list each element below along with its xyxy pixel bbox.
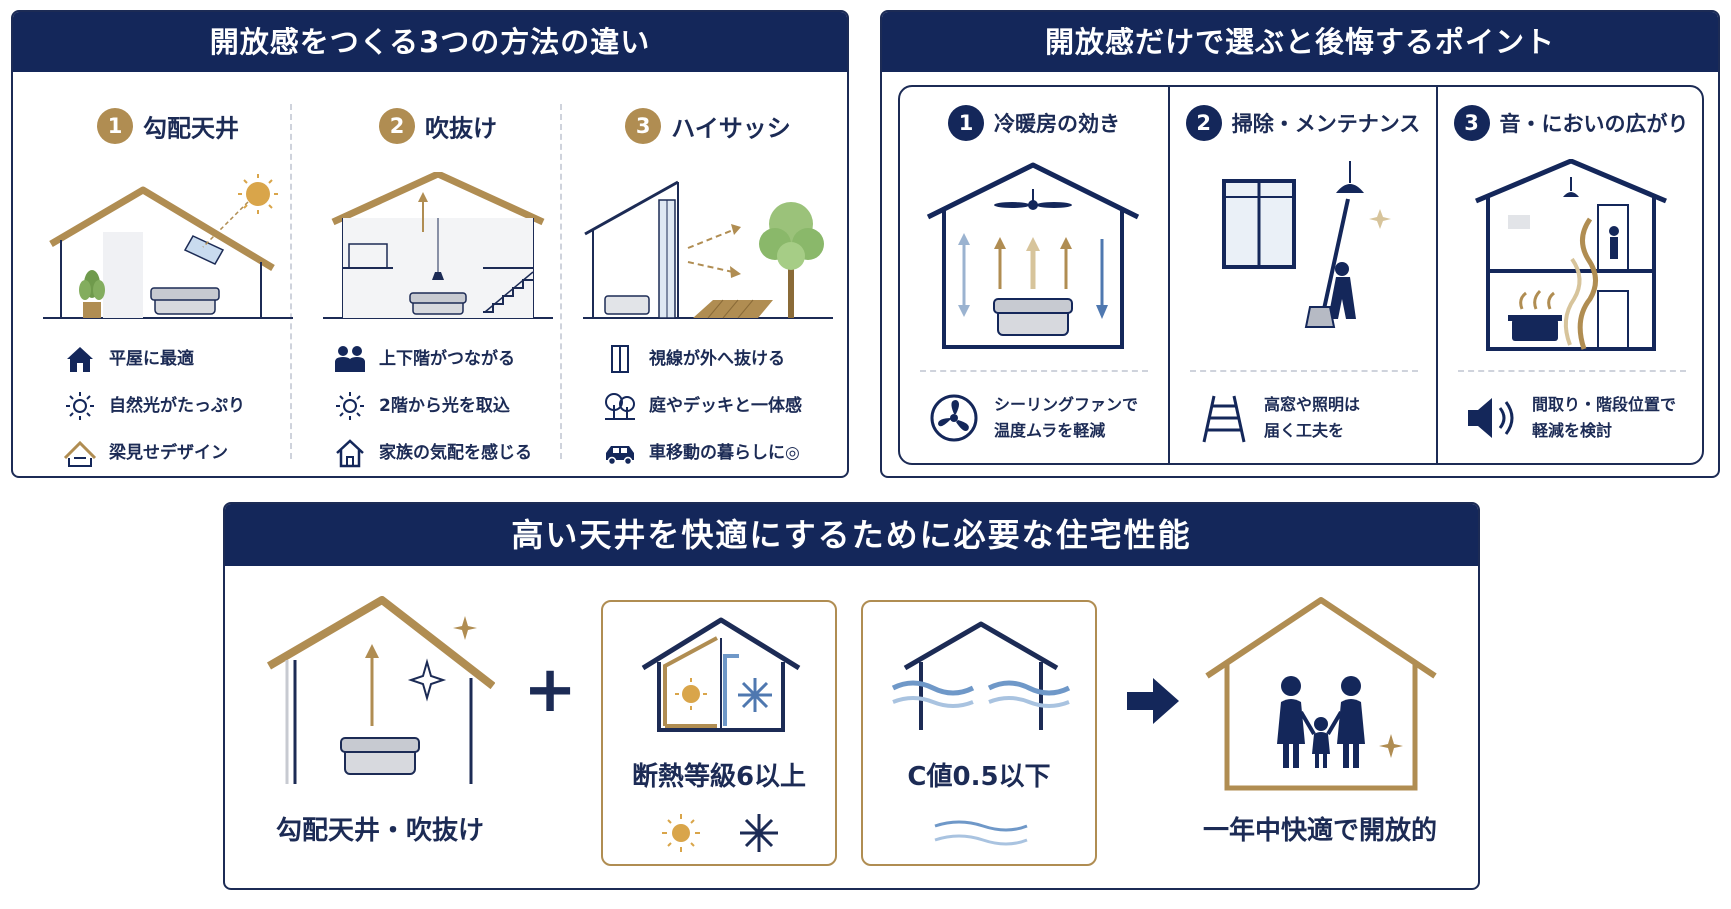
feature-item: 梁見せデザイン <box>63 438 228 468</box>
plus-sign: + <box>523 653 577 727</box>
beam-roof-icon <box>63 438 97 468</box>
house-outline-icon <box>333 438 367 468</box>
speaker-icon <box>1468 398 1514 438</box>
column-divider <box>560 104 562 459</box>
feature-item: 家族の気配を感じる <box>333 438 532 468</box>
feature-item: 上下階がつながる <box>333 344 515 374</box>
method-number: 1 <box>97 108 133 144</box>
trees-icon <box>603 391 637 421</box>
high-sash-illustration <box>583 180 833 319</box>
regret-points-panel-title: 開放感だけで選ぶと後悔するポイント <box>882 12 1718 72</box>
point-tip-text: 高窓や照明は 届く工夫を <box>1264 395 1361 440</box>
car-icon <box>603 438 637 468</box>
sun-snow-icons <box>662 814 778 852</box>
point-tip: 高窓や照明は 届く工夫を <box>1186 382 1426 454</box>
airflow-icon <box>934 820 1028 846</box>
point-tip: 間取り・階段位置で 軽減を検討 <box>1454 382 1694 454</box>
sun-icon <box>333 391 367 421</box>
fan-icon <box>930 394 978 442</box>
methods-panel-title: 開放感をつくる3つの方法の違い <box>13 12 847 72</box>
feature-item: 庭やデッキと一体感 <box>603 391 802 421</box>
airtight-house-illustration <box>891 621 1071 730</box>
feature-item: 視線が外へ抜ける <box>603 344 785 374</box>
ladder-icon <box>1202 395 1246 443</box>
card-divider <box>1458 370 1686 372</box>
sloped-ceiling-illustration <box>43 174 293 319</box>
sound-smell-illustration <box>1475 159 1667 351</box>
feature-item: 平屋に最適 <box>63 344 194 374</box>
card-divider <box>920 370 1148 372</box>
card-divider <box>1190 370 1418 372</box>
feature-item: 車移動の暮らしに◎ <box>603 438 800 468</box>
performance-panel-title: 高い天井を快適にするために必要な住宅性能 <box>225 504 1478 566</box>
result-label: 一年中快適で開放的 <box>1202 816 1437 846</box>
happy-family-house-illustration <box>1205 597 1437 791</box>
insulation-label: 断熱等級6以上 <box>631 762 807 792</box>
window-icon <box>603 344 637 374</box>
performance-panel: 高い天井を快適にするために必要な住宅性能 勾配天井・吹抜け + <box>223 502 1480 890</box>
point-tip-text: 間取り・階段位置で 軽減を検討 <box>1532 395 1677 440</box>
people-icon <box>333 344 367 374</box>
airtight-label: C値0.5以下 <box>907 762 1051 792</box>
point-tip-text: シーリングファンで 温度ムラを軽減 <box>994 395 1139 440</box>
column-divider <box>290 104 292 459</box>
ceiling-label: 勾配天井・吹抜け <box>275 816 484 846</box>
method-number: 2 <box>379 108 415 144</box>
sun-icon <box>63 391 97 421</box>
result-arrow-icon <box>1127 678 1179 724</box>
insulation-box: 断熱等級6以上 <box>601 600 837 866</box>
feature-item: 2階から光を取込 <box>333 391 510 421</box>
method-number: 3 <box>625 108 662 144</box>
feature-item: 自然光がたっぷり <box>63 391 245 421</box>
atrium-illustration <box>323 172 553 319</box>
insulation-house-illustration <box>641 617 801 732</box>
airtightness-box: C値0.5以下 <box>861 600 1097 866</box>
house-solid-icon <box>63 344 97 374</box>
heating-house-illustration <box>926 162 1140 349</box>
high-ceiling-house-illustration <box>266 596 495 784</box>
point-tip: シーリングファンで 温度ムラを軽減 <box>916 382 1156 454</box>
cleaning-illustration <box>1222 161 1391 328</box>
